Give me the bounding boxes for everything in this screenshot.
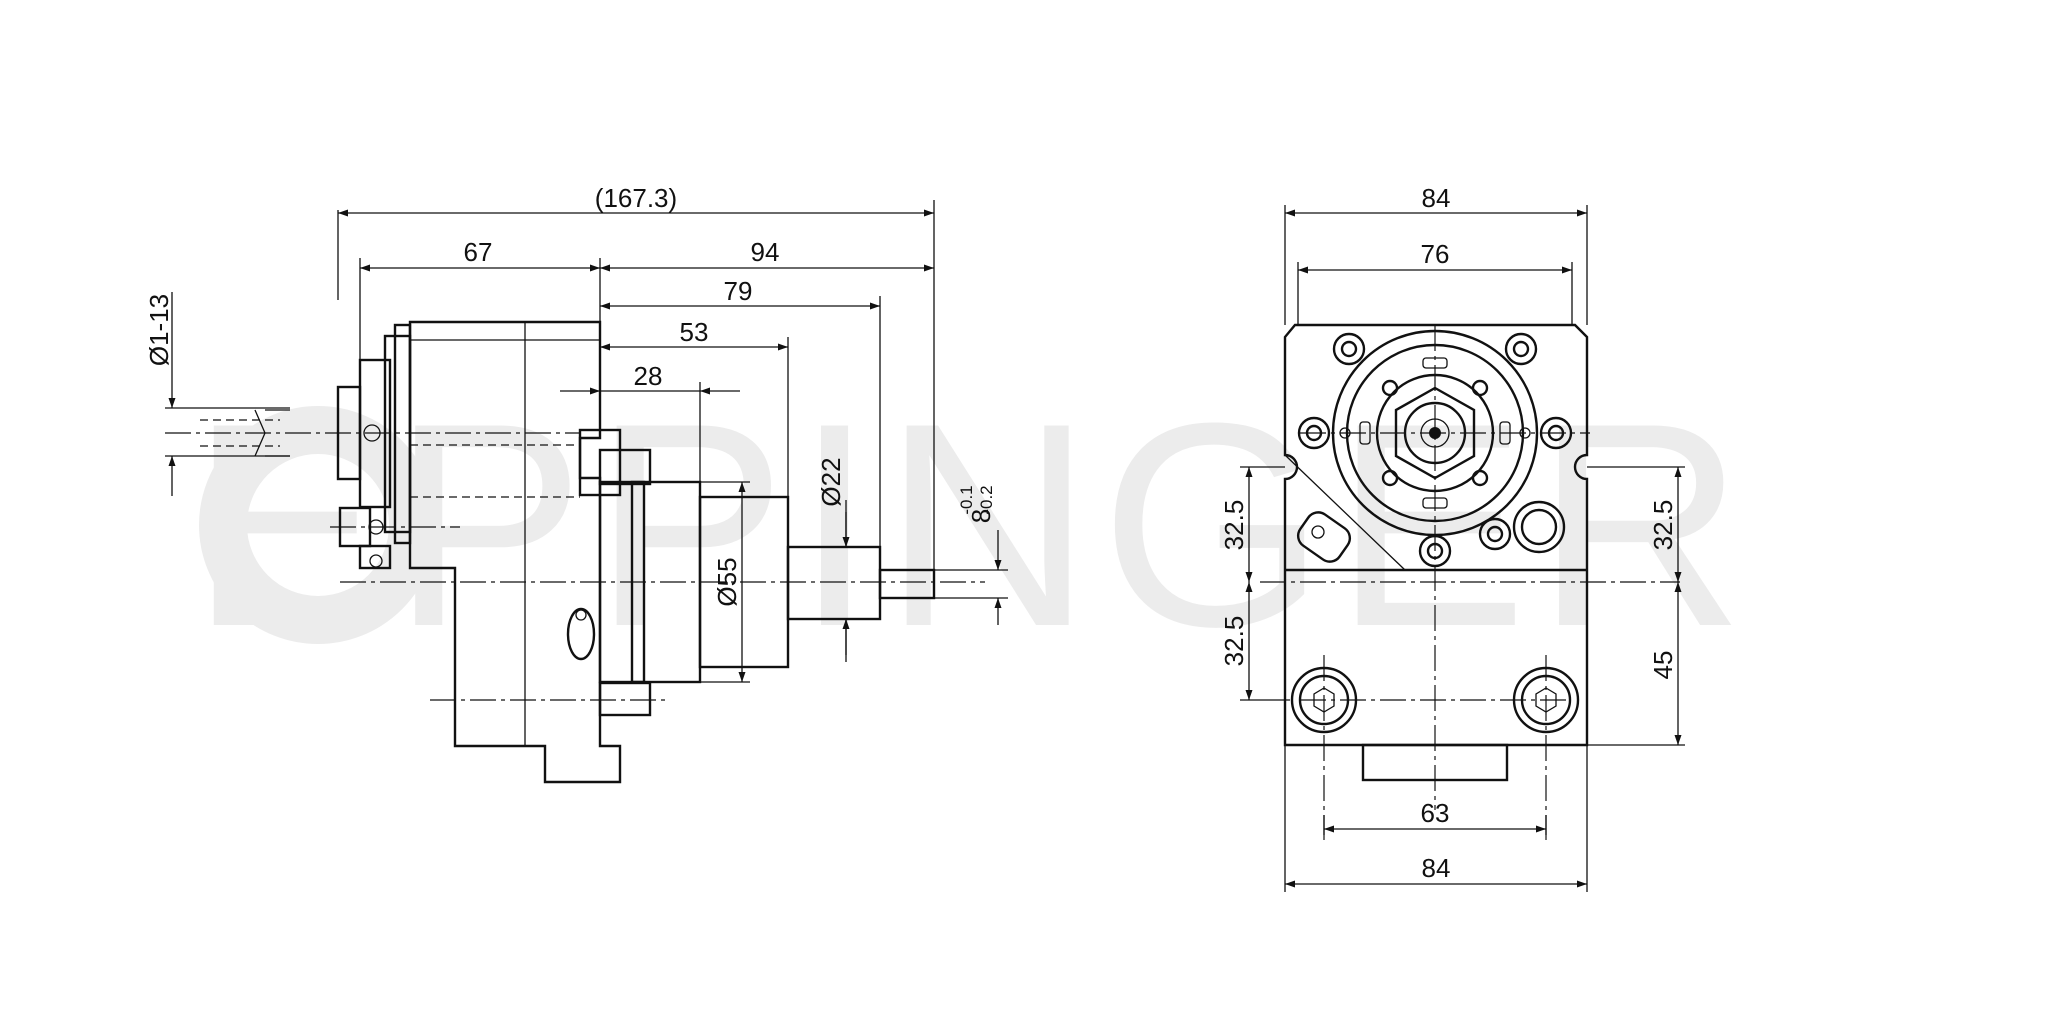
front-view: 84 76 32.5 32.5 32.5 45 — [1219, 183, 1685, 892]
lower-fittings — [338, 506, 392, 570]
dim-94-label: 94 — [751, 237, 780, 267]
dim-front-right-45-label: 45 — [1648, 651, 1678, 680]
dim-167-3: (167.3) — [337, 183, 935, 570]
dim-front-right-32-5-label: 32.5 — [1648, 500, 1678, 551]
dim-front-84-top: 84 — [1284, 183, 1588, 325]
front-flange — [1331, 329, 1539, 537]
housing — [408, 320, 652, 784]
dim-167-3-label: (167.3) — [595, 183, 677, 213]
dim-55: Ø55 — [700, 481, 750, 683]
dim-79-label: 79 — [724, 276, 753, 306]
dim-key-tol-upper: -0.1 — [957, 485, 976, 514]
front-bottom-key — [1361, 743, 1509, 782]
dim-53-label: 53 — [680, 317, 709, 347]
dim-front-left-32-5-upper-label: 32.5 — [1219, 500, 1249, 551]
clamp-nut — [336, 323, 412, 545]
dim-28-label: 28 — [634, 361, 663, 391]
dim-front-84-top-label: 84 — [1422, 183, 1451, 213]
dim-key-width: 8 -0.1 -0.2 — [934, 485, 1008, 625]
dim-22: Ø22 — [816, 457, 850, 662]
front-coolant-fitting — [1296, 511, 1352, 563]
dim-key-tol-lower: -0.2 — [977, 485, 996, 514]
dim-67: 67 — [359, 237, 601, 360]
dim-22-label: Ø22 — [816, 457, 846, 506]
dim-28: 28 — [560, 361, 740, 497]
dim-front-76: 76 — [1297, 239, 1573, 325]
dim-53: 53 — [600, 317, 789, 497]
front-corner-bolts — [1297, 332, 1573, 568]
dim-55-label: Ø55 — [712, 557, 742, 606]
dim-94: 94 — [600, 237, 934, 272]
watermark: EPPINGER — [190, 363, 1753, 687]
dim-key-width-label: 8 — [966, 509, 996, 523]
dim-front-84-bottom-label: 84 — [1422, 853, 1451, 883]
dim-front-76-label: 76 — [1421, 239, 1450, 269]
dim-front-right: 32.5 45 — [1587, 466, 1685, 746]
dim-collet-range: Ø1-13 — [144, 292, 290, 496]
dim-front-left-32-5-lower-label: 32.5 — [1219, 616, 1249, 667]
watermark-text: EPPINGER — [190, 363, 1753, 687]
dim-79: 79 — [600, 276, 881, 547]
dim-front-left-32-5: 32.5 32.5 — [1219, 466, 1290, 701]
front-mounting-bolts — [1290, 666, 1580, 734]
front-chamfer-line — [1284, 454, 1406, 571]
dim-collet-range-label: Ø1-13 — [144, 294, 174, 366]
dim-67-label: 67 — [464, 237, 493, 267]
watermark-logo-ring — [199, 406, 437, 644]
dim-front-84-bottom: 84 — [1284, 745, 1588, 892]
dim-front-63-label: 63 — [1421, 798, 1450, 828]
dim-front-63: 63 — [1323, 798, 1547, 835]
side-view: (167.3) 67 94 79 53 — [144, 183, 1008, 784]
